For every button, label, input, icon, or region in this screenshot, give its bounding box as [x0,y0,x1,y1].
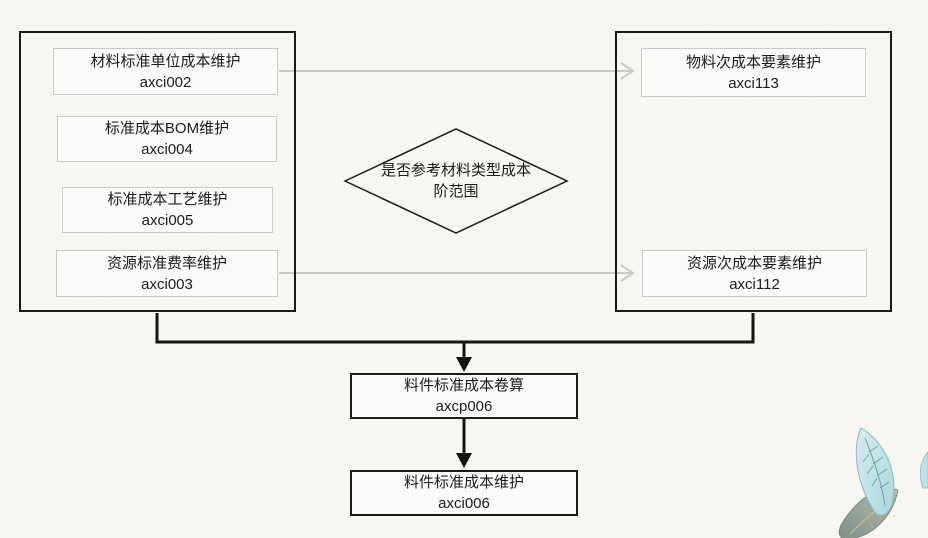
node-code: axci006 [438,495,490,512]
right-group-frame [615,31,892,312]
node-title: 资源次成本要素维护 [686,254,822,272]
node-code: axci004 [141,141,193,158]
node-axci005: 标准成本工艺维护 axci005 [62,187,273,233]
node-axci003: 资源标准费率维护 axci003 [56,250,278,297]
gray-leaf [838,488,899,538]
node-title: 材料标准单位成本维护 [90,52,241,70]
node-title: 标准成本工艺维护 [107,191,228,208]
node-title: 资源标准费率维护 [106,254,227,272]
node-title: 料件标准成本维护 [403,474,524,491]
arrow-rollup-to-maintain [456,419,472,468]
node-code: axcp006 [435,398,493,415]
decision-line2: 阶范围 [433,183,479,200]
decision-line1: 是否参考材料类型成本 [380,162,531,179]
node-axci004: 标准成本BOM维护 axci004 [57,116,277,162]
leaf-sliver [919,451,928,489]
leaf-decoration-icon [838,427,928,538]
left-group-frame [19,31,296,312]
node-code: axci003 [141,275,193,293]
arrow-resource-to-element [279,264,635,282]
node-code: axci112 [729,275,780,293]
teal-leaf [855,427,895,516]
node-code: axci113 [728,74,779,92]
node-code: axci002 [139,73,192,91]
node-axci006: 料件标准成本维护 axci006 [350,470,578,516]
node-title: 料件标准成本卷算 [403,377,524,394]
node-axci112: 资源次成本要素维护 axci112 [642,250,867,297]
node-title: 标准成本BOM维护 [104,120,230,137]
decision-label: 是否参考材料类型成本 阶范围 [356,159,556,203]
node-axcp006: 料件标准成本卷算 axcp006 [350,373,578,419]
node-axci113: 物料次成本要素维护 axci113 [641,48,866,97]
merge-connector [155,313,755,372]
node-code: axci005 [141,212,194,229]
node-title: 物料次成本要素维护 [685,53,821,71]
arrow-material-to-element [279,62,635,80]
node-axci002: 材料标准单位成本维护 axci002 [53,48,278,95]
